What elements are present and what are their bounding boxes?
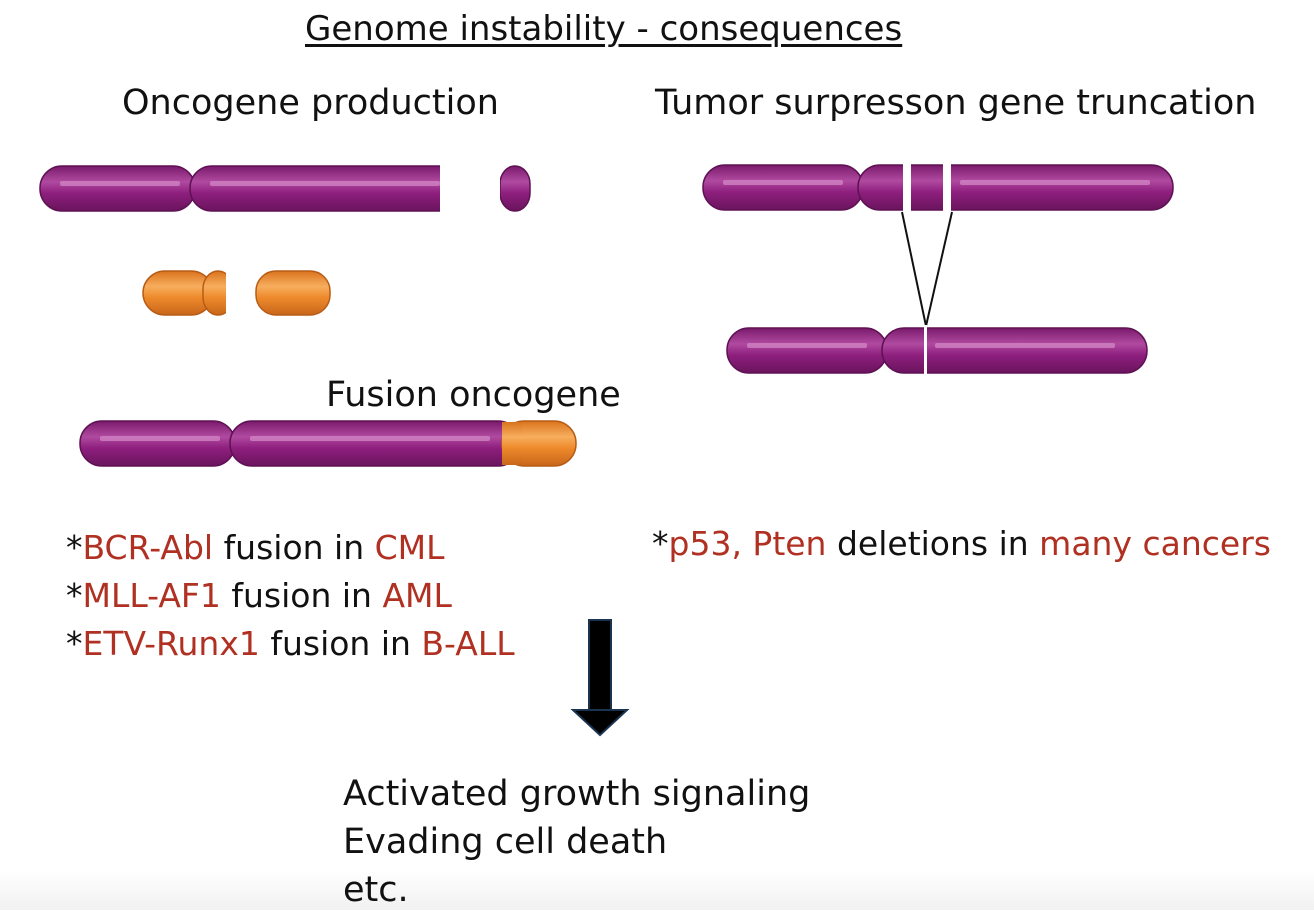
list-item: *BCR-Abl fusion in CML [66, 528, 445, 567]
gene-name: ETV-Runx1 [82, 624, 260, 663]
down-arrow-icon [570, 619, 630, 737]
fusion-examples-list: *BCR-Abl fusion in CML *MLL-AF1 fusion i… [66, 524, 515, 668]
outcome-item: Activated growth signaling [343, 774, 811, 814]
page-title: Genome instability - consequences [305, 9, 903, 49]
deletion-lines [901, 211, 953, 327]
bottom-fade [0, 870, 1314, 910]
purple-chromosome-broken [39, 164, 531, 214]
fusion-chromosome [79, 420, 577, 467]
gene-name: BCR-Abl [82, 528, 214, 567]
purple-chromosome-deletion-top [702, 162, 1174, 214]
list-item: *p53, Pten deletions in many cancers [652, 524, 1271, 563]
disease-name: many cancers [1039, 524, 1271, 563]
disease-name: B-ALL [421, 624, 515, 663]
purple-chromosome-deletion-bottom [726, 325, 1148, 377]
deletion-example: *p53, Pten deletions in many cancers [652, 520, 1271, 568]
outcome-item: Evading cell death [343, 822, 668, 862]
gene-name: p53, Pten [668, 524, 827, 563]
gene-name: MLL-AF1 [82, 576, 221, 615]
oncogene-production-heading: Oncogene production [122, 83, 499, 123]
outcome-item: etc. [343, 870, 409, 910]
tumor-suppressor-heading: Tumor surpresson gene truncation [655, 83, 1257, 123]
fusion-oncogene-label: Fusion oncogene [326, 375, 621, 415]
outcomes-list: Activated growth signaling Evading cell … [343, 770, 810, 914]
list-item: *ETV-Runx1 fusion in B-ALL [66, 624, 515, 663]
disease-name: CML [374, 528, 445, 567]
disease-name: AML [382, 576, 452, 615]
orange-chromosome-broken [142, 268, 331, 318]
list-item: *MLL-AF1 fusion in AML [66, 576, 452, 615]
